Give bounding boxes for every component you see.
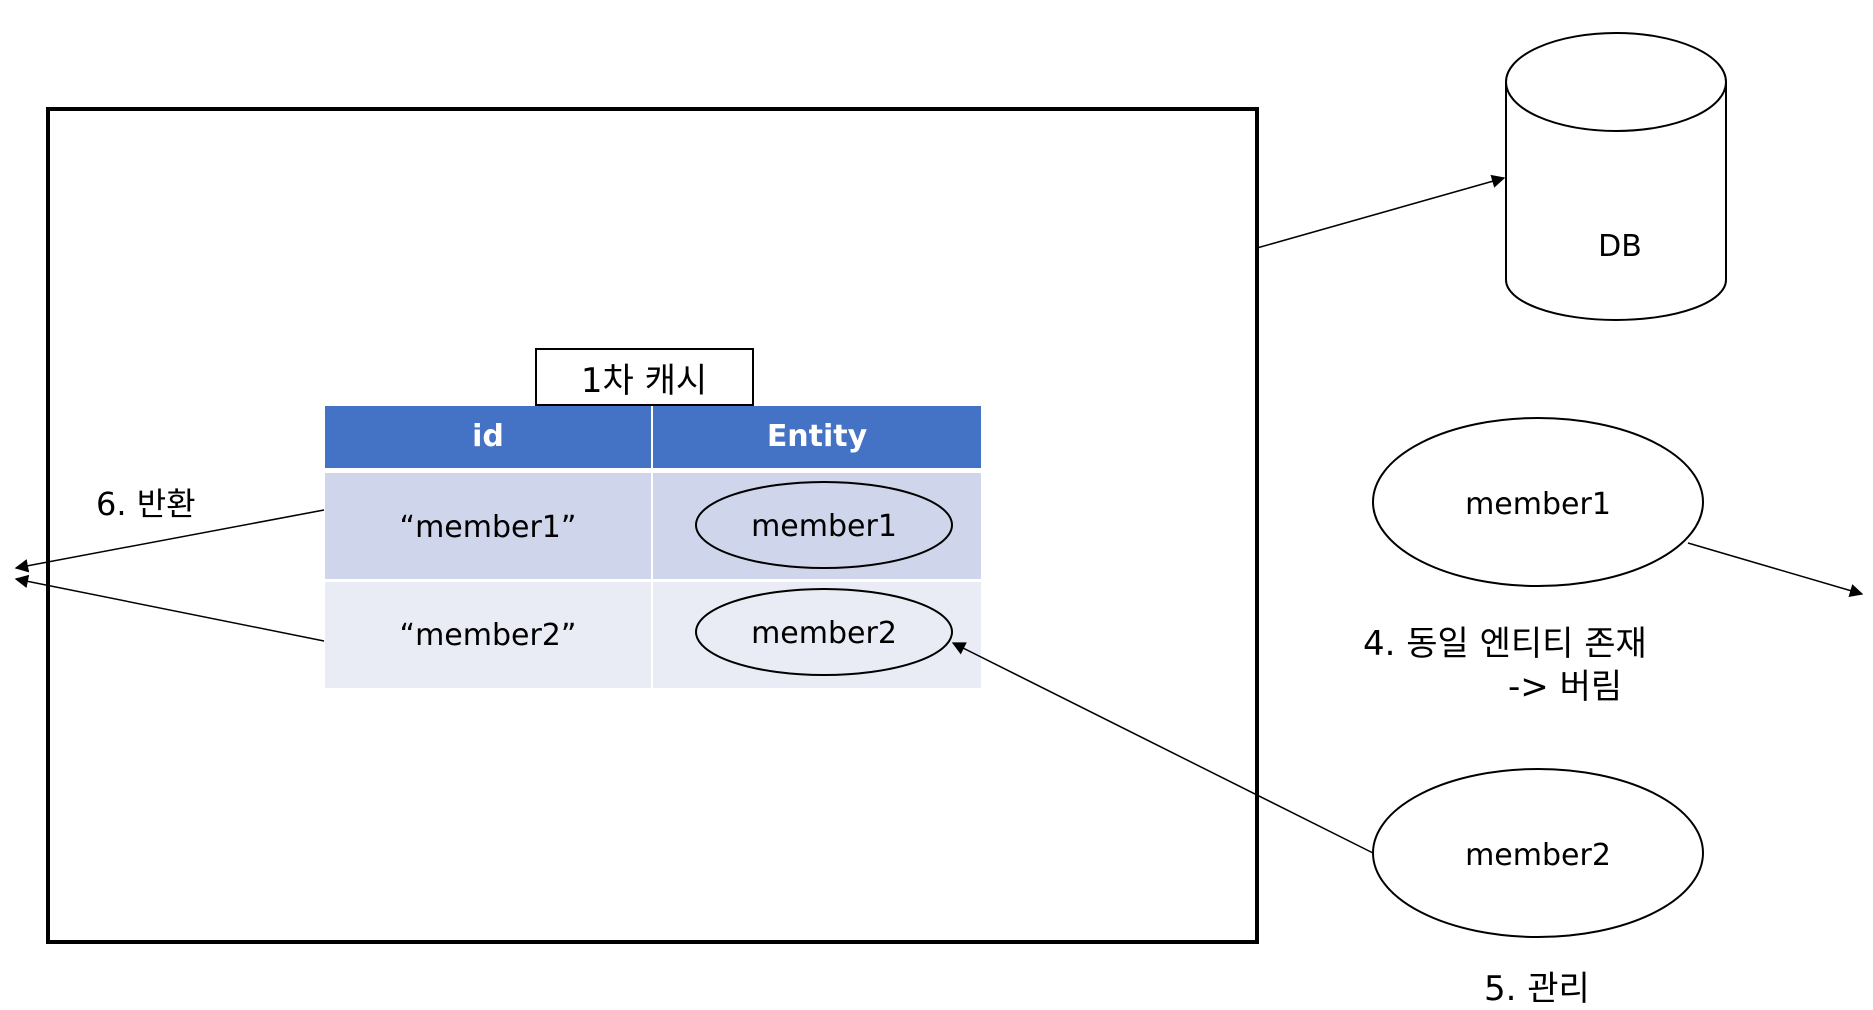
step4-label-line1: 4. 동일 엔티티 존재	[1363, 624, 1647, 664]
manage-arrow	[951, 642, 1374, 854]
db-cylinder	[1505, 32, 1727, 321]
table-header-id: id	[472, 419, 504, 454]
entity-member2-ellipse	[695, 588, 953, 676]
entity-member2-label: member2	[751, 616, 897, 651]
context-to-db-arrow	[1256, 174, 1506, 249]
return-arrow-member1	[14, 509, 325, 573]
step6-label: 6. 반환	[96, 485, 196, 523]
cache-title-box	[535, 348, 754, 406]
table-header-entity: Entity	[767, 419, 868, 454]
table-row-1-id-cell	[325, 473, 651, 579]
entity-member1-ellipse	[695, 481, 953, 569]
table-row-2-id: “member2”	[400, 618, 577, 653]
table-row-2-id-cell	[325, 582, 651, 688]
table-header-id-cell	[325, 406, 651, 468]
step4-label-line2: -> 버림	[1508, 667, 1622, 707]
table-header-entity-cell	[653, 406, 981, 468]
discard-arrow	[1687, 542, 1864, 598]
table-row-1-id: “member1”	[400, 510, 577, 545]
external-member1-ellipse	[1372, 417, 1704, 587]
return-arrow-member2	[14, 574, 325, 642]
entity-member1-label: member1	[751, 509, 897, 544]
external-member2-label: member2	[1465, 838, 1611, 873]
cache-title: 1차 캐시	[581, 361, 707, 401]
step5-label: 5. 관리	[1484, 969, 1590, 1009]
external-member1-label: member1	[1465, 487, 1611, 522]
db-label: DB	[1598, 229, 1642, 264]
persistence-context-box	[46, 107, 1259, 944]
